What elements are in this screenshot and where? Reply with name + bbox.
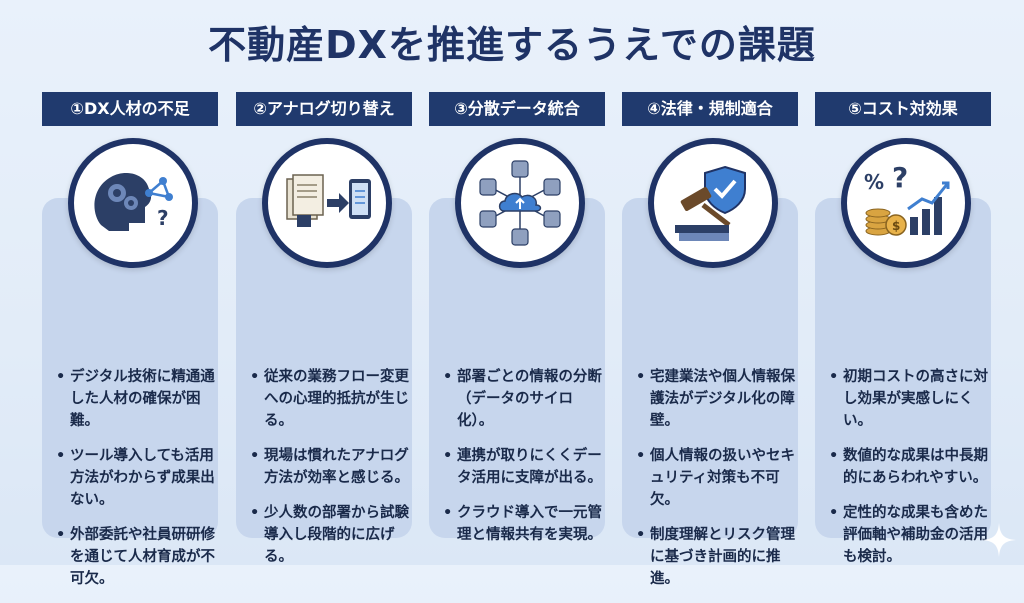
bullet-item: 少人数の部署から試験導入し段階的に広げる。: [250, 502, 412, 568]
bullet-item: 宅建業法や個人情報保護法がデジタル化の障壁。: [636, 366, 798, 432]
bullet-list: 宅建業法や個人情報保護法がデジタル化の障壁。 個人情報の扱いやセキュリティ対策も…: [636, 366, 798, 603]
sparkle-icon: [982, 523, 1016, 557]
challenge-column-data-integration: 部署ごとの情報の分断（データのサイロ化）。 連携が取りにくくデータ活用に支障が出…: [429, 92, 605, 543]
challenge-card: 部署ごとの情報の分断（データのサイロ化）。 連携が取りにくくデータ活用に支障が出…: [429, 198, 605, 543]
papers-to-tablet-icon: [286, 174, 371, 227]
bullet-item: 定性的な成果も含めた評価軸や補助金の活用も検討。: [829, 502, 991, 568]
bullet-list: 従来の業務フロー変更への心理的抵抗が生じる。 現場は慣れたアナログ方法が効率と感…: [250, 366, 412, 581]
challenge-column-analog: 従来の業務フロー変更への心理的抵抗が生じる。 現場は慣れたアナログ方法が効率と感…: [236, 92, 412, 565]
bullet-item: 従来の業務フロー変更への心理的抵抗が生じる。: [250, 366, 412, 432]
bullet-item: 初期コストの高さに対し効果が実感しにくい。: [829, 366, 991, 432]
bullet-item: 連携が取りにくくデータ活用に支障が出る。: [443, 445, 605, 489]
bullet-item: クラウド導入で一元管理と情報共有を実現。: [443, 502, 605, 546]
page-title: 不動産DXを推進するうえでの課題: [208, 23, 816, 67]
bullet-item: ツール導入しても活用方法がわからず成果出ない。: [56, 445, 218, 511]
bullet-item: 個人情報の扱いやセキュリティ対策も不可欠。: [636, 445, 798, 511]
bullet-list: 初期コストの高さに対し効果が実感しにくい。 数値的な成果は中長期的にあらわれやす…: [829, 366, 991, 581]
column-label: ⑤コスト対効果: [815, 92, 991, 126]
bullet-item: 部署ごとの情報の分断（データのサイロ化）。: [443, 366, 605, 432]
icon-circle: % ? $: [841, 138, 971, 268]
icon-circle: [648, 138, 778, 268]
bullet-list: 部署ごとの情報の分断（データのサイロ化）。 連携が取りにくくデータ活用に支障が出…: [443, 366, 605, 559]
bullet-item: 制度理解とリスク管理に基づき計画的に推進。: [636, 524, 798, 590]
bullet-item: 外部委託や社員研研修を通じて人材育成が不可欠。: [56, 524, 218, 590]
column-label: ③分散データ統合: [429, 92, 605, 126]
challenge-column-dx-talent: デジタル技術に精通通した人材の確保が困難。 ツール導入しても活用方法がわからず成…: [42, 92, 218, 587]
svg-text:$: $: [892, 219, 900, 233]
challenge-column-legal: 宅建業法や個人情報保護法がデジタル化の障壁。 個人情報の扱いやセキュリティ対策も…: [622, 92, 798, 587]
svg-text:?: ?: [892, 161, 908, 194]
cloud-databases-icon: [479, 160, 561, 246]
challenge-card: 宅建業法や個人情報保護法がデジタル化の障壁。 個人情報の扱いやセキュリティ対策も…: [622, 198, 798, 587]
icon-circle: ?: [68, 138, 198, 268]
bullet-item: デジタル技術に精通通した人材の確保が困難。: [56, 366, 218, 432]
icon-circle: [455, 138, 585, 268]
svg-text:%: %: [864, 170, 884, 194]
svg-text:?: ?: [157, 206, 169, 230]
icon-circle: [262, 138, 392, 268]
brain-gears-network-icon: ?: [94, 173, 173, 231]
bullet-item: 数値的な成果は中長期的にあらわれやすい。: [829, 445, 991, 489]
challenge-column-cost: 初期コストの高さに対し効果が実感しにくい。 数値的な成果は中長期的にあらわれやす…: [815, 92, 991, 565]
column-label: ④法律・規制適合: [622, 92, 798, 126]
bullet-list: デジタル技術に精通通した人材の確保が困難。 ツール導入しても活用方法がわからず成…: [56, 366, 218, 603]
column-label: ②アナログ切り替え: [236, 92, 412, 126]
column-label: ①DX人材の不足: [42, 92, 218, 126]
gavel-shield-icon: [675, 165, 746, 241]
coins-growth-chart-icon: % ? $: [864, 161, 950, 236]
bullet-item: 現場は慣れたアナログ方法が効率と感じる。: [250, 445, 412, 489]
